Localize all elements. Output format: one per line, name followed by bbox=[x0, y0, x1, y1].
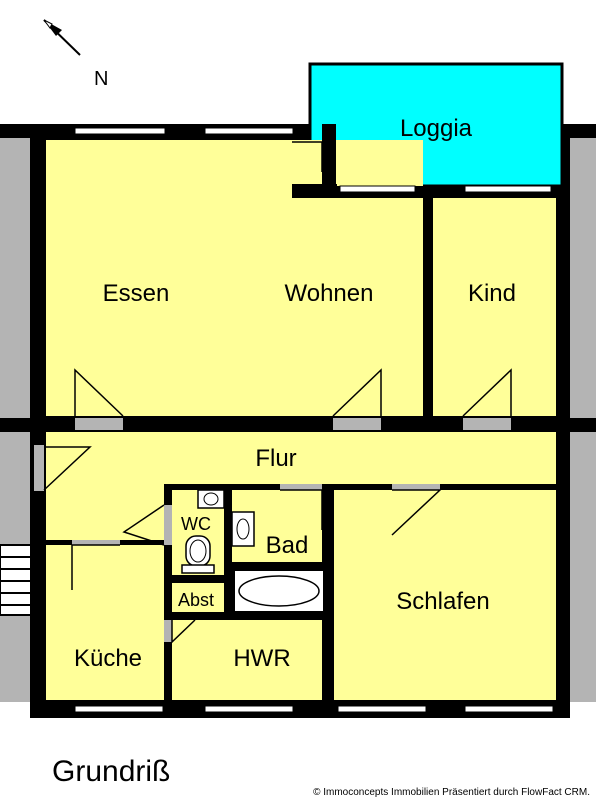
north-label: N bbox=[94, 68, 108, 90]
bathtub-icon bbox=[233, 569, 325, 613]
door-threshold-kueche bbox=[72, 540, 120, 545]
label-essen: Essen bbox=[103, 280, 170, 307]
label-kind: Kind bbox=[468, 280, 516, 307]
wall-schlafen-left bbox=[322, 484, 334, 700]
room-schlafen bbox=[334, 490, 556, 700]
door-threshold-essen bbox=[75, 418, 123, 430]
door-threshold-kind bbox=[463, 418, 511, 430]
neighbor-wall-left-upper bbox=[0, 138, 30, 420]
room-hwr bbox=[172, 620, 322, 700]
wall-hwr-top bbox=[164, 612, 334, 620]
door-threshold-wc bbox=[164, 505, 172, 545]
plan-title: Grundriß bbox=[52, 755, 170, 788]
outer-wall-left-mid bbox=[0, 418, 30, 432]
wall-flur-bottom bbox=[164, 484, 556, 490]
credit-text: © Immoconcepts Immobilien Präsentiert du… bbox=[313, 787, 590, 798]
wall-wc-right bbox=[224, 484, 232, 612]
label-abst: Abst bbox=[178, 590, 214, 610]
wall-bad-bottom bbox=[232, 562, 332, 568]
niche-wall bbox=[292, 184, 337, 198]
door-threshold-schlafen bbox=[392, 484, 440, 490]
stairs-icon bbox=[0, 544, 33, 616]
label-wohnen: Wohnen bbox=[285, 280, 374, 307]
wall-flur-top bbox=[46, 416, 556, 432]
neighbor-wall-right-upper bbox=[570, 138, 596, 420]
neighbor-wall-right-lower bbox=[570, 432, 596, 702]
door-threshold-entrance bbox=[34, 445, 44, 491]
door-threshold-wohnen bbox=[333, 418, 381, 430]
north-arrow-icon bbox=[43, 19, 81, 56]
outer-wall-right-mid bbox=[570, 418, 596, 432]
room-kind bbox=[433, 198, 556, 416]
room-essen-wohnen bbox=[46, 140, 423, 416]
label-hwr: HWR bbox=[233, 645, 290, 672]
outer-wall-right-top bbox=[570, 124, 596, 138]
label-flur: Flur bbox=[255, 445, 296, 472]
wall-kind-left bbox=[423, 186, 433, 418]
wall-wc-left bbox=[164, 484, 172, 620]
label-wc: WC bbox=[181, 514, 211, 534]
label-loggia: Loggia bbox=[400, 115, 473, 142]
bad-sink-icon bbox=[231, 511, 255, 547]
wall-kueche-right bbox=[164, 620, 172, 700]
room-kueche bbox=[46, 545, 164, 700]
wall-wc-bottom bbox=[164, 575, 232, 583]
label-schlafen: Schlafen bbox=[396, 588, 489, 615]
outer-wall-left-top bbox=[0, 124, 30, 138]
windows bbox=[74, 127, 554, 713]
door-threshold-hwr bbox=[164, 620, 172, 642]
door-swings bbox=[43, 141, 512, 644]
label-kueche: Küche bbox=[74, 645, 142, 672]
toilet-icon bbox=[181, 535, 215, 574]
room-abst bbox=[172, 583, 224, 613]
room-flur bbox=[46, 432, 556, 484]
room-flur-annex bbox=[46, 484, 164, 540]
door-threshold-bad bbox=[280, 484, 322, 490]
niche-wall-side bbox=[322, 124, 336, 184]
wc-sink-icon bbox=[197, 489, 225, 509]
label-bad: Bad bbox=[266, 532, 309, 559]
